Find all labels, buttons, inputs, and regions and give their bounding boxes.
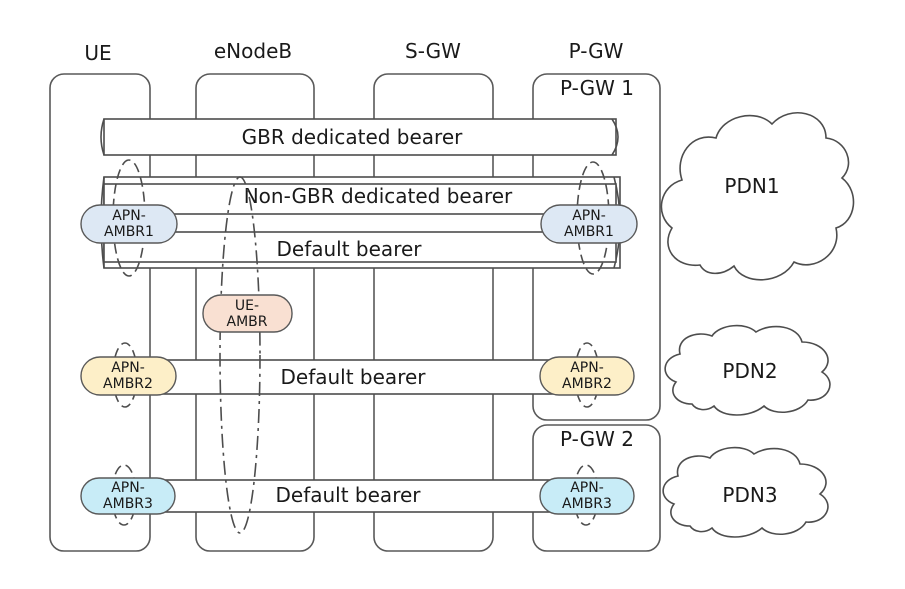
gbr-bearer-pipe bbox=[100, 118, 619, 156]
ue-ambr-line2: AMBR bbox=[227, 314, 268, 330]
pgw-header: P-GW bbox=[569, 39, 624, 63]
pdn1-cloud: PDN1 bbox=[660, 112, 855, 281]
apn-ambr2-gw-badge: APN- AMBR2 bbox=[539, 356, 635, 396]
pgw2-label: P-GW 2 bbox=[560, 427, 634, 451]
default-bearer-1-label: Default bearer bbox=[277, 237, 423, 261]
ue-ambr-badge: UE- AMBR bbox=[202, 294, 293, 333]
non-gbr-bearer-pipe bbox=[103, 183, 617, 215]
apn-ambr2-gw-line1: APN- bbox=[570, 360, 604, 376]
enodeb-header: eNodeB bbox=[214, 39, 292, 63]
apn-ambr1-ue-badge: APN- AMBR1 bbox=[80, 204, 178, 244]
sgw-header: S-GW bbox=[405, 39, 461, 63]
apn-ambr1-gw-line2: AMBR1 bbox=[564, 224, 614, 240]
apn-ambr2-ue-line1: APN- bbox=[111, 360, 145, 376]
default-bearer-3-pipe bbox=[103, 479, 617, 513]
pdn2-cloud: PDN2 bbox=[664, 324, 831, 416]
ue-ambr-line1: UE- bbox=[235, 298, 259, 314]
apn-ambr1-ue-line1: APN- bbox=[112, 208, 146, 224]
pdn1-label: PDN1 bbox=[724, 174, 779, 198]
apn-ambr3-ue-line2: AMBR3 bbox=[103, 496, 153, 512]
ue-header: UE bbox=[84, 41, 111, 65]
apn-ambr2-ue-line2: AMBR2 bbox=[103, 376, 153, 392]
apn-ambr1-ue-line2: AMBR1 bbox=[104, 224, 154, 240]
apn-ambr3-ue-line1: APN- bbox=[111, 480, 145, 496]
pgw1-label: P-GW 1 bbox=[560, 76, 634, 100]
ue-ambr-dashed-ellipse bbox=[219, 176, 261, 534]
default-bearer-2-label: Default bearer bbox=[281, 365, 427, 389]
default-bearer-1-pipe bbox=[103, 231, 617, 263]
apn-ambr2-gw-line2: AMBR2 bbox=[562, 376, 612, 392]
gbr-bearer-label: GBR dedicated bearer bbox=[242, 125, 464, 149]
apn-ambr1-gw-badge: APN- AMBR1 bbox=[540, 204, 638, 244]
non-gbr-bearer-label: Non-GBR dedicated bearer bbox=[244, 184, 513, 208]
apn-ambr3-ue-badge: APN- AMBR3 bbox=[80, 477, 176, 515]
default-bearer-2-pipe bbox=[103, 359, 617, 395]
apn-ambr1-gw-line1: APN- bbox=[572, 208, 606, 224]
pdn2-label: PDN2 bbox=[722, 359, 777, 383]
default-bearer-3-label: Default bearer bbox=[276, 483, 422, 507]
apn-ambr3-gw-badge: APN- AMBR3 bbox=[539, 477, 635, 515]
apn-ambr3-gw-line2: AMBR3 bbox=[562, 496, 612, 512]
apn-ambr2-ue-badge: APN- AMBR2 bbox=[80, 356, 177, 396]
apn-ambr3-gw-line1: APN- bbox=[570, 480, 604, 496]
pdn3-label: PDN3 bbox=[722, 483, 777, 507]
pdn3-cloud: PDN3 bbox=[662, 446, 829, 538]
